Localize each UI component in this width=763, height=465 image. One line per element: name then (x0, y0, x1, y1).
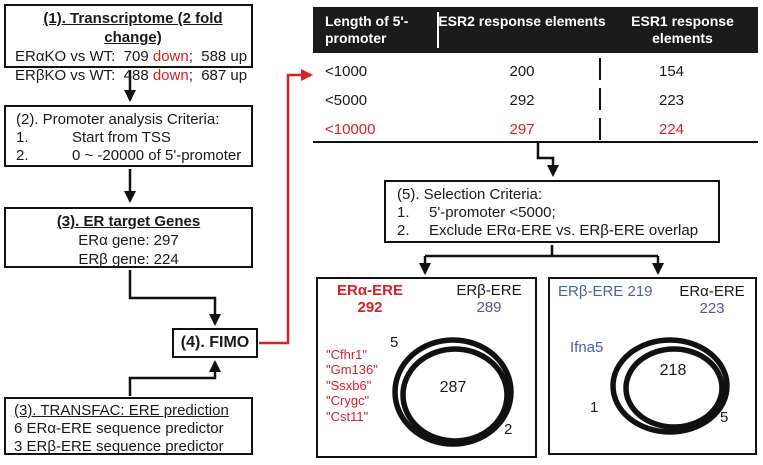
venn-right-set2-header: ERα-ERE 223 (674, 283, 750, 317)
promoter-length-table-body: <1000 200 154 <5000 292 223 <10000 297 2… (313, 57, 758, 144)
row-text: ERβKO vs WT: 488 (15, 67, 153, 84)
transcriptome-title: (1). Transcriptome (2 fold change) (43, 10, 223, 46)
transfac-line: 6 ERα-ERE sequence predictor (14, 420, 224, 437)
fimo-box: (4). FIMO (172, 328, 258, 358)
venn-right-overlap-count: 218 (659, 362, 687, 379)
promoter-criteria-title: (2). Promoter analysis Criteria: (16, 111, 220, 128)
set2-count: 223 (699, 300, 725, 317)
venn-left-overlap-count: 287 (439, 379, 467, 396)
fimo-label: (4). FIMO (180, 334, 250, 351)
er-gene-count: ERα gene: 297 (78, 232, 179, 249)
item-number: 2. (16, 147, 29, 164)
cell-esr2: 292 (509, 92, 535, 109)
arrow-box3-to-fimo (128, 270, 221, 326)
arrow-fimo-to-table-red (259, 69, 313, 345)
transfac-line: 3 ERβ-ERE sequence predictor (14, 438, 224, 455)
set2-label: ERα-ERE (679, 283, 745, 300)
header-divider (437, 12, 439, 48)
venn-left-only-left-count: 5 (390, 334, 399, 351)
arrow-transfac-to-fimo (128, 360, 221, 396)
transcriptome-box: (1). Transcriptome (2 fold change) ERαKO… (4, 4, 253, 84)
set2-label: ERβ-ERE (456, 282, 522, 299)
item-number: 1. (397, 204, 410, 221)
cell-esr2: 200 (509, 63, 535, 80)
selection-criteria-box: (5). Selection Criteria: 1. 5'-promoter … (384, 180, 720, 243)
cell-esr2: 297 (509, 121, 535, 138)
table-row-highlighted: <10000 297 224 (313, 115, 758, 144)
row-text: ; 687 up (188, 67, 248, 84)
split-connector (425, 245, 658, 258)
er-target-genes-title: (3). ER target Genes (56, 213, 201, 230)
item-text: 5'-promoter <5000; (429, 204, 556, 221)
venn-left-circles (392, 337, 514, 447)
col-header-length: Length of 5'-promoter (325, 13, 409, 46)
promoter-length-table-header: Length of 5'-promoter ESR2 response elem… (313, 7, 758, 53)
cell-length: <10000 (325, 121, 376, 138)
transfac-box: (3). TRANSFAC: ERE prediction 6 ERα-ERE … (4, 397, 253, 455)
criteria-item: 1. 5'-promoter <5000; (397, 204, 718, 222)
row-text: ; 588 up (188, 48, 248, 65)
item-text: Exclude ERα-ERE vs. ERβ-ERE overlap (429, 222, 699, 239)
cell-length: <1000 (325, 63, 368, 80)
criteria-item: 2. Exclude ERα-ERE vs. ERβ-ERE overlap (397, 222, 718, 240)
exclusive-gene-list: "Cfhr1" "Gm136" "Ssxb6" "Crygc" "Cst11" (326, 347, 378, 424)
er-gene-count: ERβ gene: 224 (78, 251, 179, 268)
item-number: 2. (397, 222, 410, 239)
down-count: down (152, 48, 189, 65)
set2-count: 289 (476, 299, 502, 316)
venn-left-only-right-count: 2 (504, 421, 513, 438)
exclusive-gene-label: Ifna5 (570, 339, 604, 356)
set1-count: 292 (357, 299, 383, 316)
col-header-esr1: ESR1 response elements (631, 13, 734, 46)
criteria-item: 2. 0 ~ -20000 of 5'-promoter (16, 147, 251, 165)
row-text: ERαKO vs WT: 709 (15, 48, 153, 65)
gene-list-item: "Gm136" (326, 362, 378, 378)
table-row: <5000 292 223 (313, 86, 758, 115)
er-target-genes-box: (3). ER target Genes ERα gene: 297 ERβ g… (4, 207, 253, 268)
item-number: 1. (16, 129, 29, 146)
venn-right-circles (610, 337, 730, 435)
arrow-table-to-box5 (536, 142, 559, 177)
item-text: 0 ~ -20000 of 5'-promoter (72, 147, 242, 164)
venn-left-set1-header: ERα-ERE 292 (328, 282, 412, 316)
gene-list-item: "Crygc" (326, 393, 370, 409)
venn-left-box: ERα-ERE 292 ERβ-ERE 289 "Cfhr1" "Gm136" … (316, 277, 537, 458)
venn-right-only-right-count: 5 (720, 409, 729, 426)
cell-esr1: 224 (658, 121, 685, 138)
cell-length: <5000 (325, 92, 368, 109)
set1-label: ERα-ERE (337, 282, 403, 299)
transcriptome-row: ERαKO vs WT: 709 down; 588 up (15, 47, 251, 66)
criteria-item: 1. Start from TSS (16, 129, 251, 147)
cell-esr1: 223 (658, 92, 685, 109)
item-text: Start from TSS (72, 129, 171, 146)
venn-right-only-left-count: 1 (590, 399, 599, 416)
table-row: <1000 200 154 (313, 57, 758, 86)
gene-list-item: "Ssxb6" (326, 377, 372, 393)
transcriptome-row: ERβKO vs WT: 488 down; 687 up (15, 66, 251, 85)
selection-criteria-title: (5). Selection Criteria: (397, 186, 543, 203)
cell-esr1: 154 (658, 63, 685, 80)
venn-right-box: ERβ-ERE 219 ERα-ERE 223 Ifna5 218 1 5 (548, 277, 757, 455)
venn-right-set1-header: ERβ-ERE 219 (558, 283, 653, 300)
down-count: down (152, 67, 189, 84)
promoter-criteria-box: (2). Promoter analysis Criteria: 1. Star… (4, 105, 253, 167)
col-header-esr2: ESR2 response elements (438, 13, 606, 29)
gene-list-item: "Cfhr1" (326, 347, 368, 362)
gene-list-item: "Cst11" (326, 408, 369, 424)
transfac-title: (3). TRANSFAC: ERE prediction (14, 402, 229, 419)
venn-left-set2-header: ERβ-ERE 289 (448, 282, 530, 316)
